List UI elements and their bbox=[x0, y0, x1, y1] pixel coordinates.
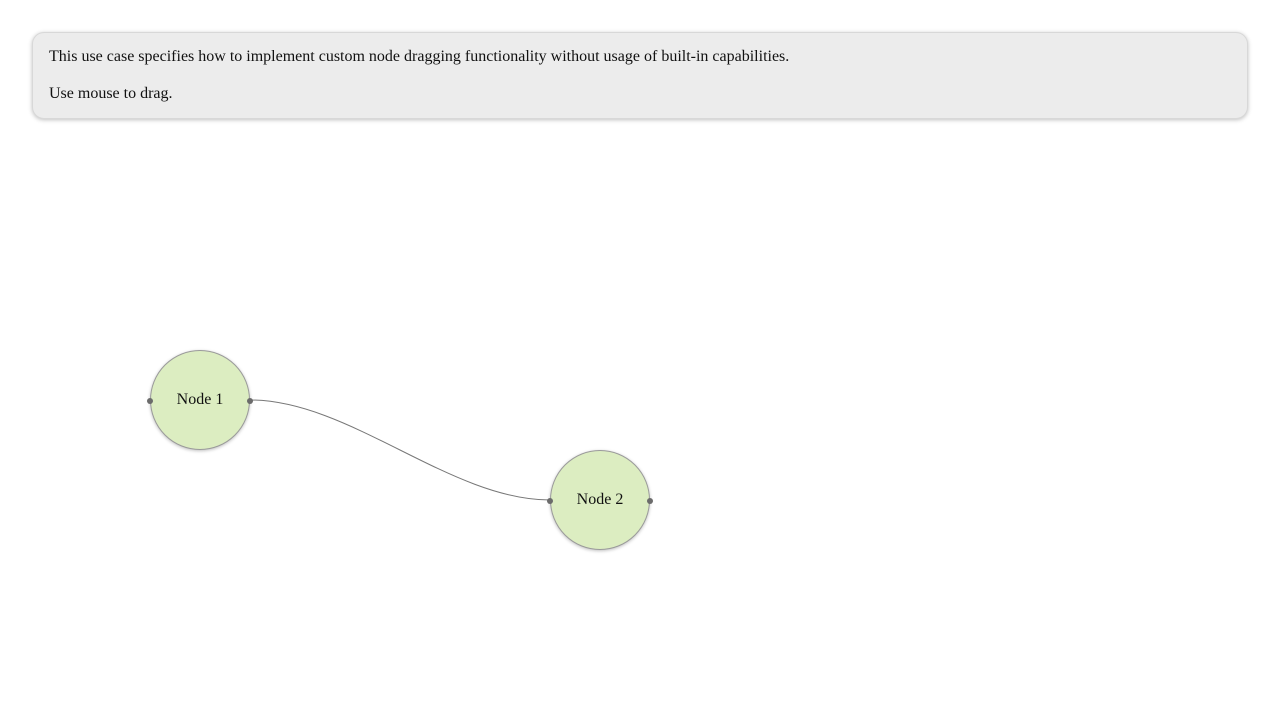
usage-instruction: Use mouse to drag. bbox=[49, 85, 173, 102]
node-1-input-port[interactable] bbox=[147, 398, 153, 404]
node-2-label: Node 2 bbox=[576, 491, 624, 508]
node-1-label: Node 1 bbox=[176, 391, 224, 408]
node-2-input-port[interactable] bbox=[547, 498, 553, 504]
node-2[interactable]: Node 2 bbox=[547, 450, 653, 550]
info-panel: This use case specifies how to implement… bbox=[32, 32, 1248, 119]
node-1-output-port[interactable] bbox=[247, 398, 253, 404]
node-1[interactable]: Node 1 bbox=[147, 350, 253, 450]
use-case-description: This use case specifies how to implement… bbox=[49, 48, 790, 65]
node-2-output-port[interactable] bbox=[647, 498, 653, 504]
connection-edge[interactable] bbox=[249, 399, 551, 501]
